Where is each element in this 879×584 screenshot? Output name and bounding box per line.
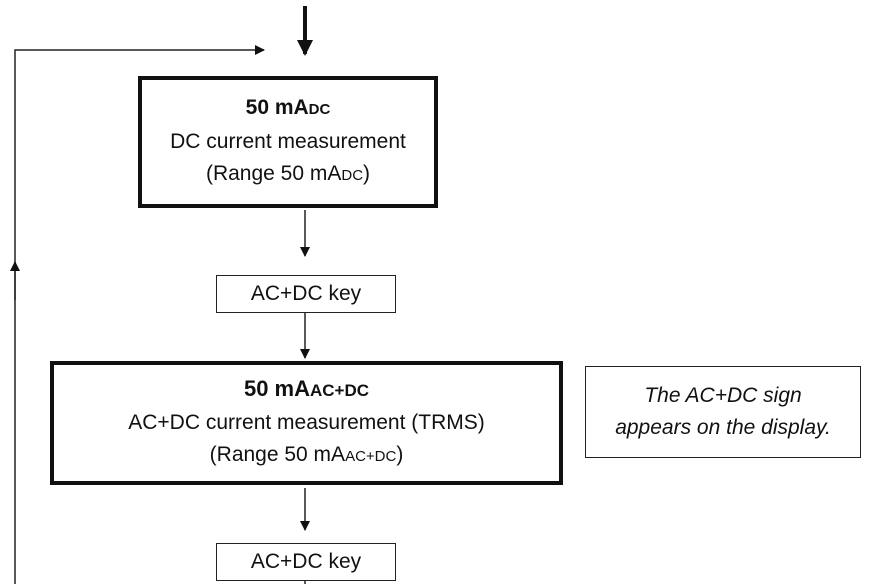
box2-line1: AC+DC current measurement (TRMS) [128,411,485,434]
key2-label: AC+DC key [250,550,362,573]
key1-label: AC+DC key [250,282,362,305]
ac-dc-key-step-1: AC+DC key [216,275,396,313]
dc-measurement-box: 50 mADC DC current measurement (Range 50… [138,76,438,208]
box1-line2: (Range 50 mADC) [205,162,371,185]
box2-title: 50 mAAC+DC [243,376,370,401]
box2-line2: (Range 50 mAAC+DC) [209,443,404,466]
ac-dc-key-step-2: AC+DC key [216,543,396,581]
loop-back-line [14,45,265,584]
note-line2: appears on the display. [615,416,831,439]
box1-title: 50 mADC [245,96,331,119]
note-line1: The AC+DC sign [644,384,802,407]
ac-dc-measurement-box: 50 mAAC+DC AC+DC current measurement (TR… [50,361,563,485]
box1-line1: DC current measurement [170,130,406,153]
display-note: The AC+DC sign appears on the display. [585,366,861,458]
